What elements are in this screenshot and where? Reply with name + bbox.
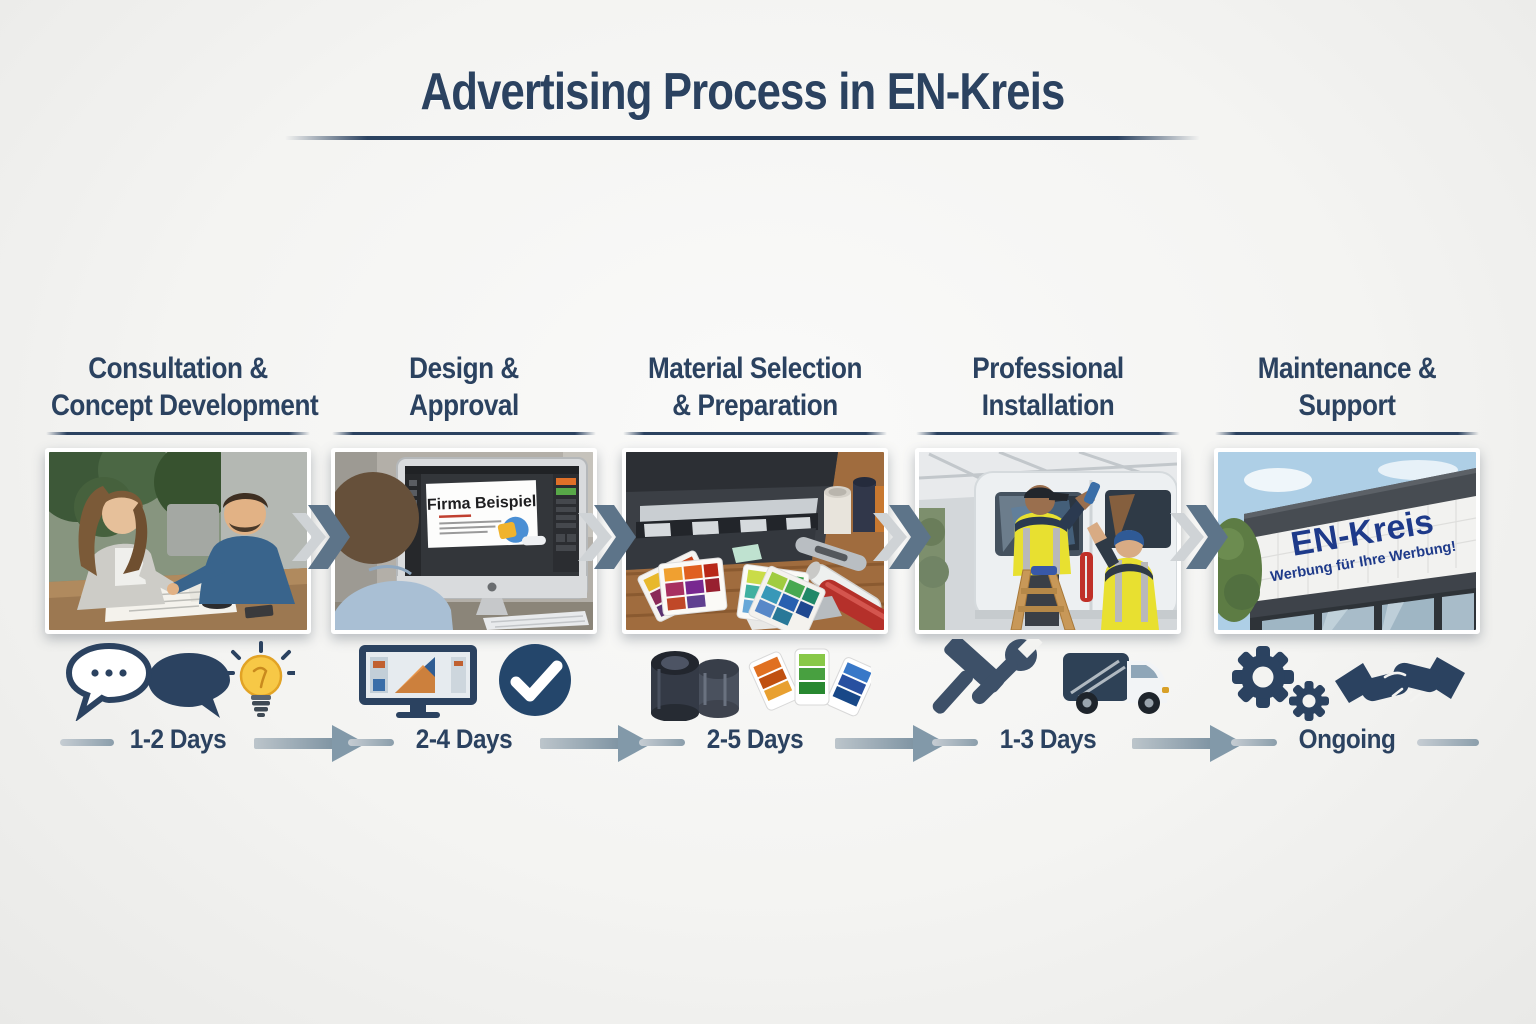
chevron-right-icon [578, 503, 638, 576]
timeline-arrow-icon [1132, 724, 1244, 767]
consultation-icons [32, 639, 324, 721]
timeline-dash [1417, 739, 1479, 746]
step-title-line2: & Preparation [672, 389, 838, 422]
duration-label: Ongoing [1298, 724, 1396, 754]
step-column-installation: Professional Installation [902, 350, 1194, 721]
step-title-line2: Concept Development [50, 389, 319, 422]
materials-photo-illustration [626, 452, 884, 630]
installation-photo [915, 448, 1181, 634]
check-circle-icon [499, 644, 571, 716]
design-monitor-icon [359, 645, 477, 718]
vinyl-rolls-icon [651, 651, 739, 721]
consultation-photo-illustration [49, 452, 307, 630]
timeline-dash [639, 739, 685, 746]
consultation-photo [45, 448, 311, 634]
step-title-underline [332, 432, 596, 435]
chevron-right-icon [873, 503, 933, 576]
maintenance-photo: EN-Kreis Werbung für Ihre Werbung! [1214, 448, 1480, 634]
step-column-maintenance: Maintenance & Support EN-Kreis Werbung f… [1201, 350, 1493, 721]
step-title-line1: Professional [972, 352, 1124, 385]
step-title-line1: Material Selection [647, 352, 863, 385]
service-van-icon [1063, 653, 1169, 714]
hammer-wrench-icon [932, 639, 1043, 714]
page-title: Advertising Process in EN-Kreis [420, 63, 1066, 121]
design-screen-text: Firma Beispiel [427, 493, 537, 514]
duration-label: 1-3 Days [999, 724, 1097, 754]
materials-photo [622, 448, 888, 634]
step-title-underline [623, 432, 887, 435]
timeline-dash [348, 739, 394, 746]
step-title-line1: Consultation & [88, 352, 268, 385]
gears-icon [1232, 646, 1329, 721]
title-underline-divider [285, 136, 1200, 140]
materials-icons [609, 639, 901, 721]
step-title-line1: Design & [409, 352, 519, 385]
step-column-consultation: Consultation & Concept Development [32, 350, 324, 721]
step-title-line2: Approval [409, 389, 519, 422]
step-title-line2: Installation [981, 389, 1115, 422]
installation-icons [902, 639, 1194, 721]
design-photo: Firma Beispiel [331, 448, 597, 634]
maintenance-icons [1201, 639, 1493, 721]
step-title-underline [46, 432, 310, 435]
step-title-line1: Maintenance & [1257, 352, 1437, 385]
timeline-dash [1231, 739, 1277, 746]
design-icons [318, 639, 610, 721]
timeline-arrow-icon [835, 724, 947, 767]
step-title-underline [916, 432, 1180, 435]
step-column-materials: Material Selection & Preparation [609, 350, 901, 721]
chevron-right-icon [1170, 503, 1230, 576]
lightbulb-icon [222, 641, 295, 717]
step-title-underline [1215, 432, 1479, 435]
step-title-line2: Support [1298, 389, 1396, 422]
timeline-dash [60, 739, 114, 746]
duration-label: 1-2 Days [129, 724, 227, 754]
color-swatch-fan-icon [748, 648, 871, 717]
chevron-right-icon [292, 503, 352, 576]
handshake-icon [1335, 657, 1465, 703]
duration-label: 2-5 Days [706, 724, 804, 754]
installation-photo-illustration [919, 452, 1177, 630]
duration-label: 2-4 Days [415, 724, 513, 754]
timeline-arrow-icon [540, 724, 652, 767]
design-photo-illustration: Firma Beispiel [335, 452, 593, 630]
speech-bubbles-icon [65, 642, 230, 721]
step-column-design: Design & Approval Firma Beispiel [318, 350, 610, 721]
maintenance-photo-illustration: EN-Kreis Werbung für Ihre Werbung! [1218, 452, 1476, 630]
timeline-dash [932, 739, 978, 746]
